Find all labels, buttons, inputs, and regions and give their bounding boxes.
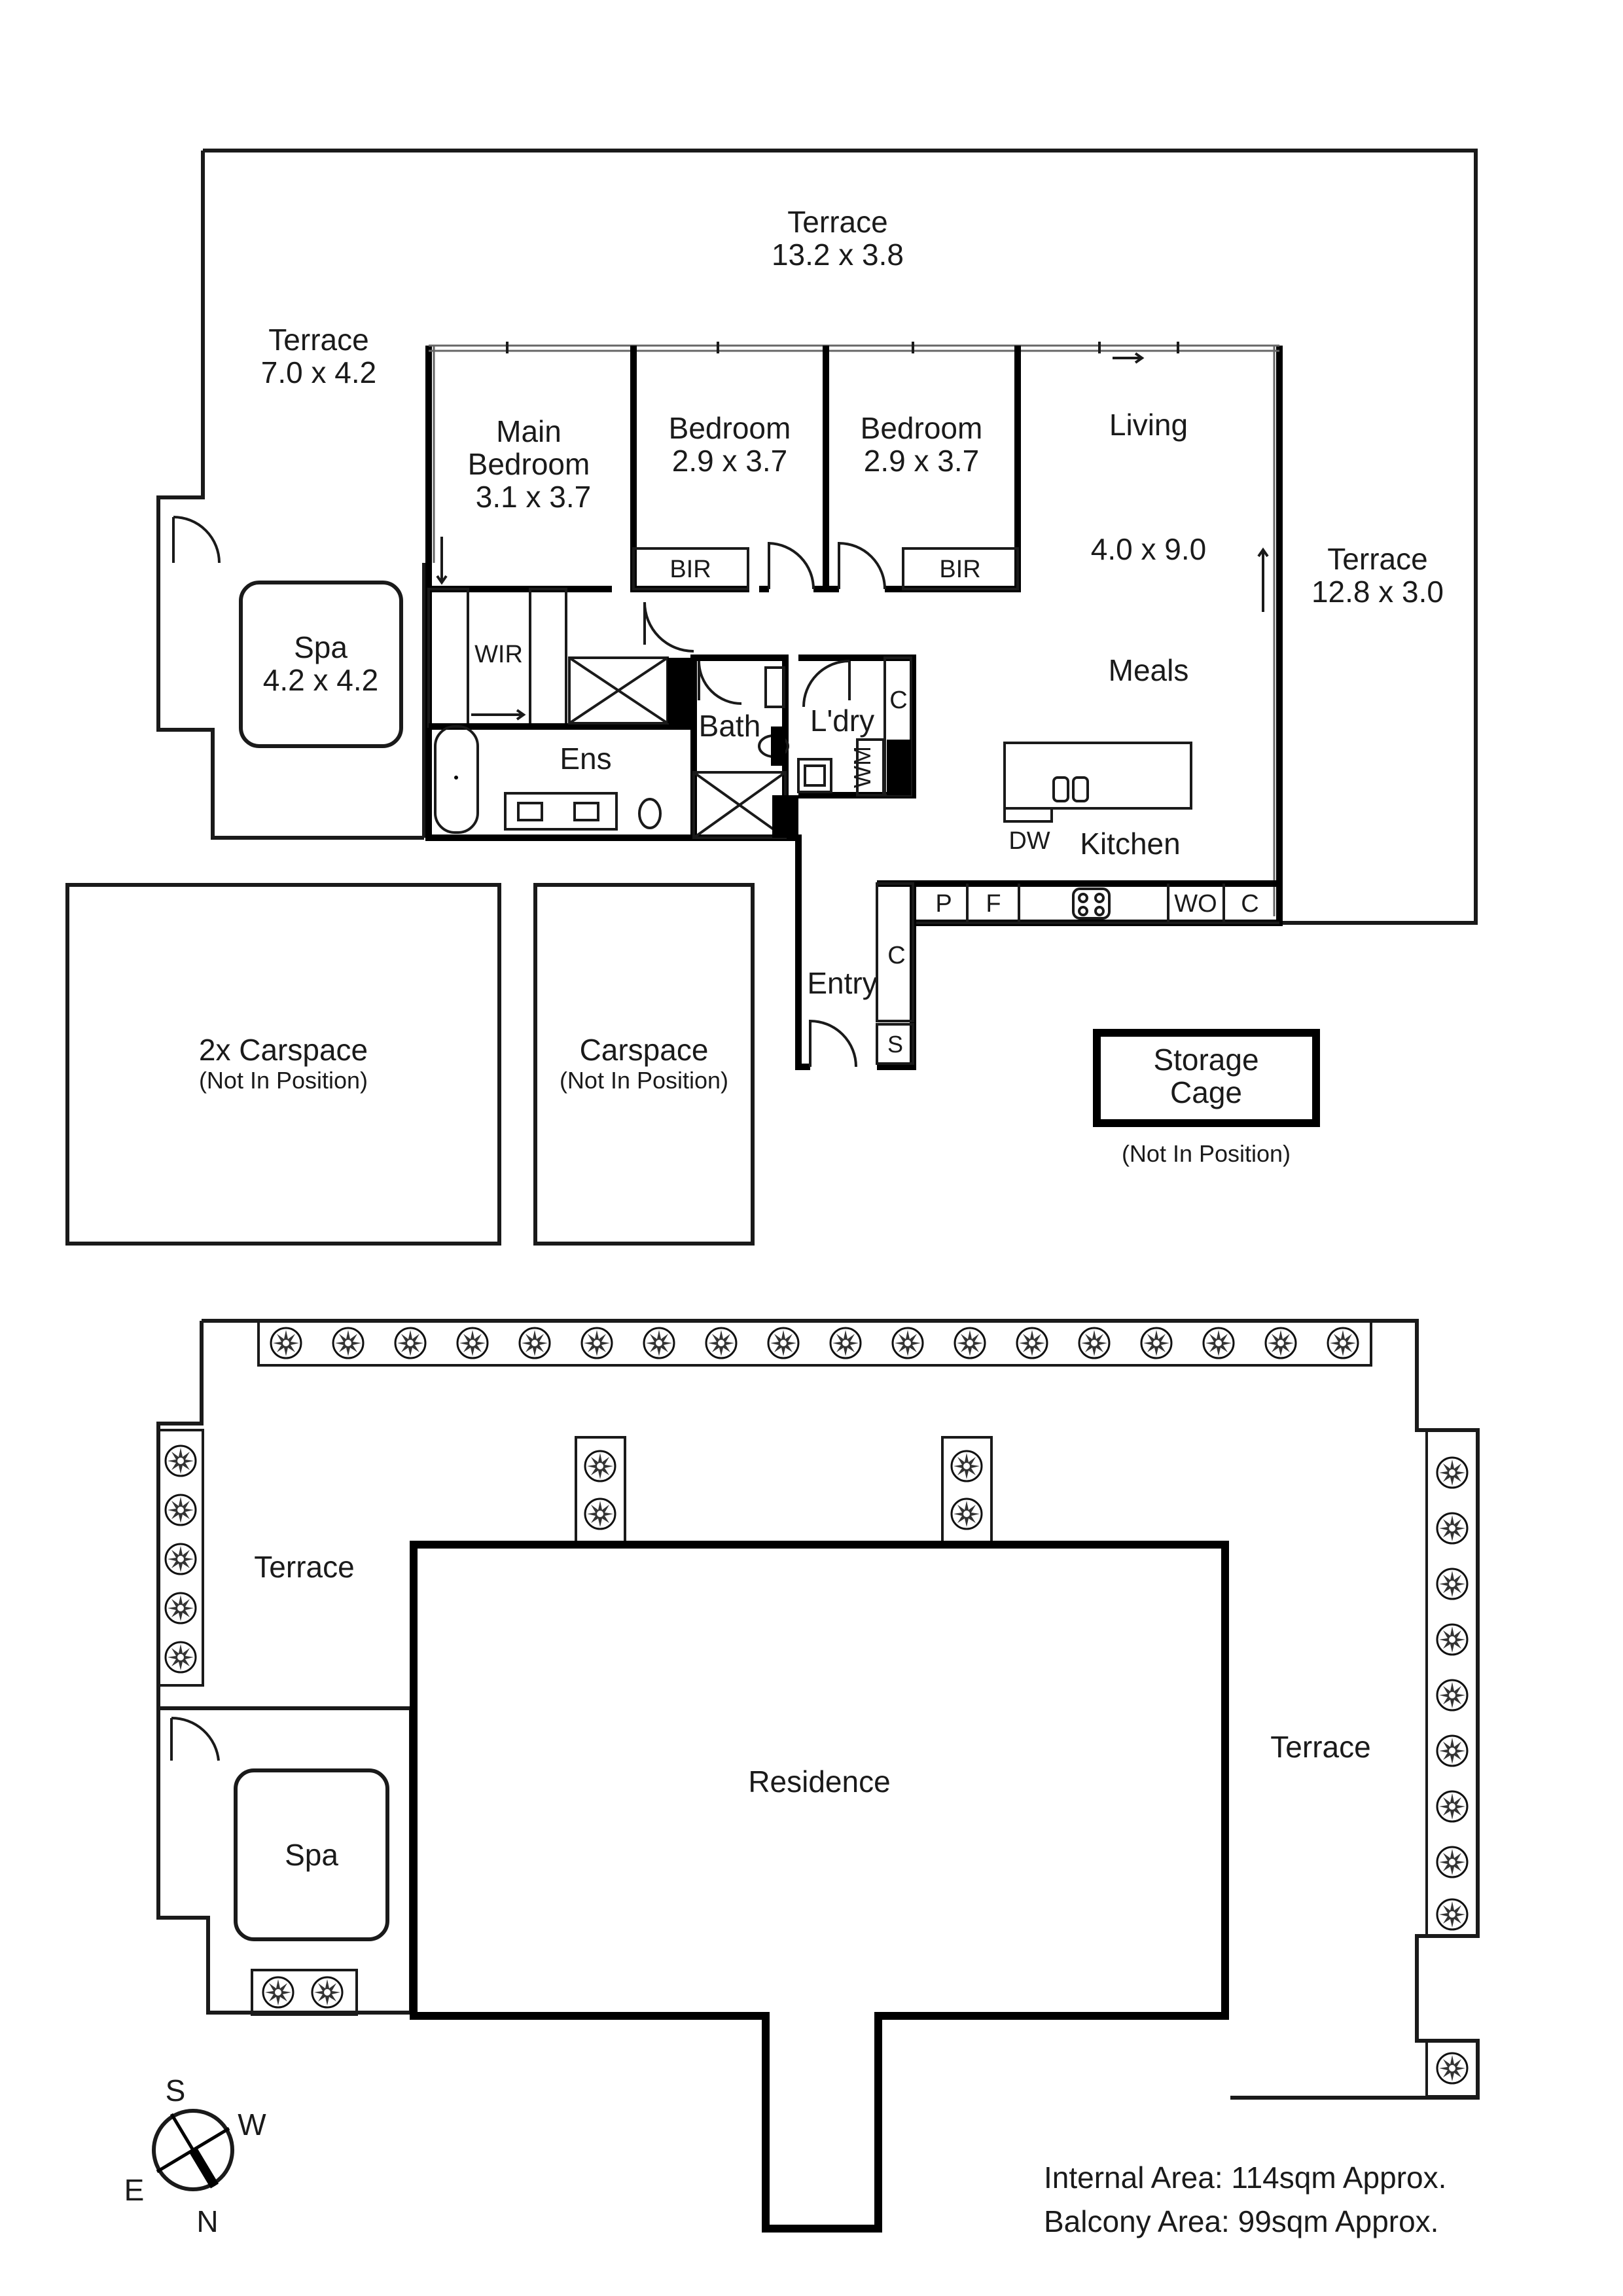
planter-spa	[251, 1969, 358, 2016]
spa-door	[172, 516, 221, 564]
shrubs-mid	[584, 1450, 983, 1530]
planter-right	[1425, 1429, 1479, 1937]
bir-box-2	[902, 547, 1019, 590]
kitchen-label: Kitchen	[1080, 827, 1180, 861]
bedroom-3-dims: 2.9 x 3.7	[864, 444, 979, 478]
dw-label: DW	[1008, 827, 1050, 855]
entry-cupboard-label: C	[887, 942, 905, 969]
bir-label-2: BIR	[939, 556, 980, 583]
main-bedroom-dims: 3.1 x 3.7	[476, 480, 591, 514]
wir-label: WIR	[474, 641, 523, 668]
bir-label-1: BIR	[669, 556, 711, 583]
upper-labels: Terrace 13.2 x 3.8 Terrace 7.0 x 4.2 Ter…	[199, 205, 1444, 1167]
laundry-cupboard-label: C	[889, 687, 907, 714]
terrace-right-label: Terrace	[1327, 542, 1427, 576]
carspace-single	[533, 883, 755, 1246]
main-bedroom-label-2: Bedroom	[468, 447, 590, 481]
upper-plan	[65, 149, 1478, 1246]
bedroom-2-dims: 2.9 x 3.7	[672, 444, 787, 478]
carspace-double-note: (Not In Position)	[199, 1067, 368, 1094]
terrace-top-dims: 13.2 x 3.8	[772, 238, 904, 272]
planter-top	[257, 1319, 1372, 1367]
compass-w: W	[238, 2108, 266, 2142]
residence-outline	[410, 1541, 1229, 2233]
bedroom-3-label: Bedroom	[861, 411, 983, 445]
terrace-left-dims: 7.0 x 4.2	[261, 355, 376, 389]
internal-area: Internal Area: 114sqm Approx.	[1044, 2161, 1446, 2195]
site-spa-label: Spa	[285, 1838, 338, 1872]
terrace-boundary	[156, 149, 1478, 925]
laundry-label: L'dry	[810, 704, 874, 738]
spa	[239, 581, 403, 748]
living-label: Living	[1109, 408, 1188, 442]
site-terrace-left-label: Terrace	[254, 1550, 354, 1584]
living-dims: 4.0 x 9.0	[1091, 532, 1206, 566]
storage-cage-label-2: Cage	[1170, 1075, 1242, 1109]
fridge-label: F	[986, 890, 1001, 918]
site-plan	[156, 1319, 1480, 2233]
terrace-right-dims: 12.8 x 3.0	[1311, 575, 1444, 609]
storage-cage-note: (Not In Position)	[1122, 1140, 1291, 1167]
balcony-area: Balcony Area: 99sqm Approx.	[1044, 2204, 1438, 2238]
compass-e: E	[124, 2173, 145, 2207]
shrubs-spa	[262, 1976, 344, 2009]
carspace-single-note: (Not In Position)	[560, 1067, 728, 1094]
carspace-double-label: 2x Carspace	[199, 1033, 368, 1067]
compass-n: N	[196, 2204, 218, 2238]
site-spa	[234, 1768, 389, 1941]
storage-cage	[1093, 1029, 1320, 1127]
residence-label: Residence	[748, 1765, 890, 1799]
compass-circle	[152, 2109, 234, 2191]
site-terrace-right-label: Terrace	[1270, 1730, 1370, 1764]
entry-storage-label: S	[887, 1031, 903, 1058]
terrace-top-label: Terrace	[787, 205, 887, 239]
spa-dims: 4.2 x 4.2	[263, 663, 378, 697]
carspace-double	[65, 883, 501, 1246]
compass-s: S	[166, 2073, 186, 2108]
spa-label: Spa	[294, 630, 348, 664]
meals-label: Meals	[1109, 653, 1189, 687]
storage-cage-label-1: Storage	[1153, 1043, 1258, 1077]
planter-bottom-right	[1425, 2039, 1479, 2098]
bedroom-2-label: Bedroom	[669, 411, 791, 445]
terrace-left-label: Terrace	[268, 323, 368, 357]
ens-label: Ens	[560, 742, 611, 776]
planter-left	[157, 1429, 204, 1687]
bath-label: Bath	[699, 709, 761, 743]
kitchen-cupboard-label: C	[1241, 890, 1258, 918]
shrubs-left	[164, 1444, 197, 1674]
shrubs-right	[1436, 1456, 1469, 2085]
bir-box-1	[632, 547, 749, 590]
wall-oven-label: WO	[1174, 890, 1217, 918]
compass-rose: S W E N	[124, 2073, 267, 2238]
shrubs-top	[270, 1327, 1359, 1359]
compass-cross	[156, 2126, 230, 2174]
wm-label: WM	[849, 746, 876, 788]
pantry-label: P	[935, 890, 952, 918]
entry-label: Entry	[807, 966, 877, 1000]
main-bedroom-label-1: Main	[496, 414, 562, 448]
site-labels: Terrace Terrace Residence Spa	[254, 1550, 1370, 1872]
carspace-single-label: Carspace	[580, 1033, 709, 1067]
